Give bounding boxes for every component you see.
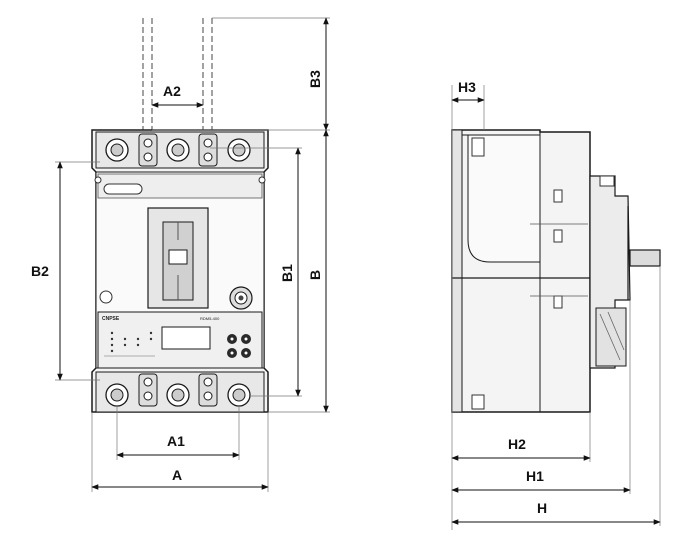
adjust-knob-icon bbox=[229, 286, 253, 310]
label-a1: A1 bbox=[167, 433, 185, 449]
panel-brand: CNPSE bbox=[102, 316, 120, 322]
cable-right bbox=[202, 18, 213, 130]
label-h: H bbox=[537, 500, 547, 516]
indicator-light bbox=[99, 290, 113, 304]
cable-left bbox=[142, 18, 153, 130]
terminal-screw-icon bbox=[105, 138, 251, 162]
terminal-screw-icon bbox=[105, 383, 251, 407]
small-screw-icon bbox=[138, 133, 218, 167]
side-view bbox=[451, 129, 661, 413]
bottom-terminals bbox=[95, 371, 265, 413]
label-b: B bbox=[307, 270, 323, 280]
label-a: A bbox=[172, 467, 182, 483]
label-a2: A2 bbox=[163, 83, 181, 99]
label-b2: B2 bbox=[31, 263, 49, 279]
top-terminals bbox=[95, 131, 265, 169]
label-h2: H2 bbox=[508, 436, 526, 452]
control-panel: CNPSE RDM5-400 bbox=[97, 311, 263, 369]
led-indicators bbox=[104, 331, 155, 357]
small-screw-icon bbox=[138, 373, 218, 407]
label-b3: B3 bbox=[307, 70, 323, 88]
label-b1: B1 bbox=[279, 264, 295, 282]
handle-side bbox=[629, 249, 661, 267]
side-dimensions: H3 H2 H1 H bbox=[451, 79, 661, 530]
label-h3: H3 bbox=[458, 79, 476, 95]
front-dimensions: A2 B3 B B1 B2 A1 A bbox=[31, 17, 330, 492]
front-view: CNPSE RDM5-400 bbox=[91, 18, 269, 413]
label-h1: H1 bbox=[526, 468, 544, 484]
panel-button-icon bbox=[227, 334, 251, 358]
panel-header: RDM5-400 bbox=[200, 316, 220, 321]
nameplate bbox=[103, 183, 143, 195]
lcd-display bbox=[161, 326, 211, 350]
